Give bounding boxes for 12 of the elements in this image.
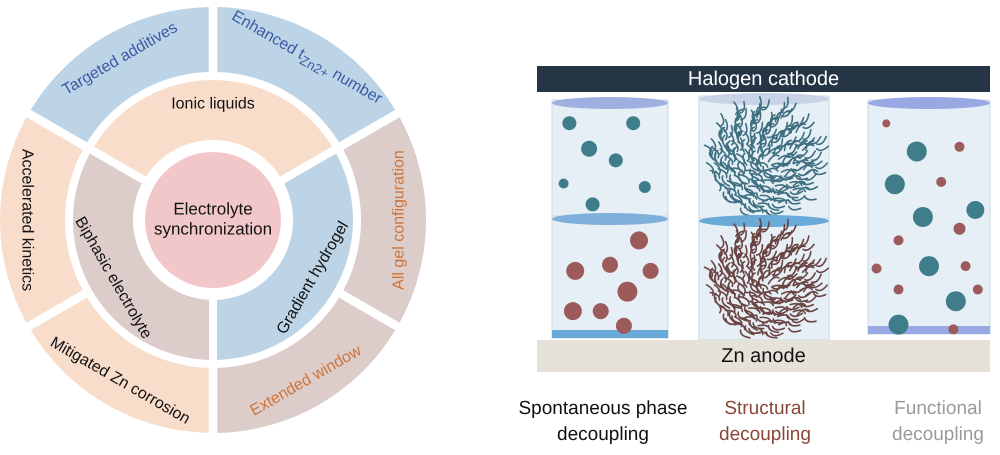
caption: Structural decoupling	[718, 397, 812, 447]
segment-label: Accelerated kinetics	[18, 148, 37, 292]
electrode-label: Zn anode	[721, 344, 806, 368]
electrode-bar	[537, 66, 990, 92]
electrode-label: Halogen cathode	[688, 67, 840, 91]
caption: Spontaneous phase decoupling	[517, 397, 689, 447]
segment-label: All gel configuration	[389, 150, 408, 290]
center-circle	[148, 152, 278, 288]
caption: Functional decoupling	[891, 397, 985, 447]
segment-label: Electrolyte synchronization	[152, 200, 274, 240]
electrode-bar	[537, 340, 990, 372]
segment-label: Ionic liquids	[171, 94, 255, 114]
